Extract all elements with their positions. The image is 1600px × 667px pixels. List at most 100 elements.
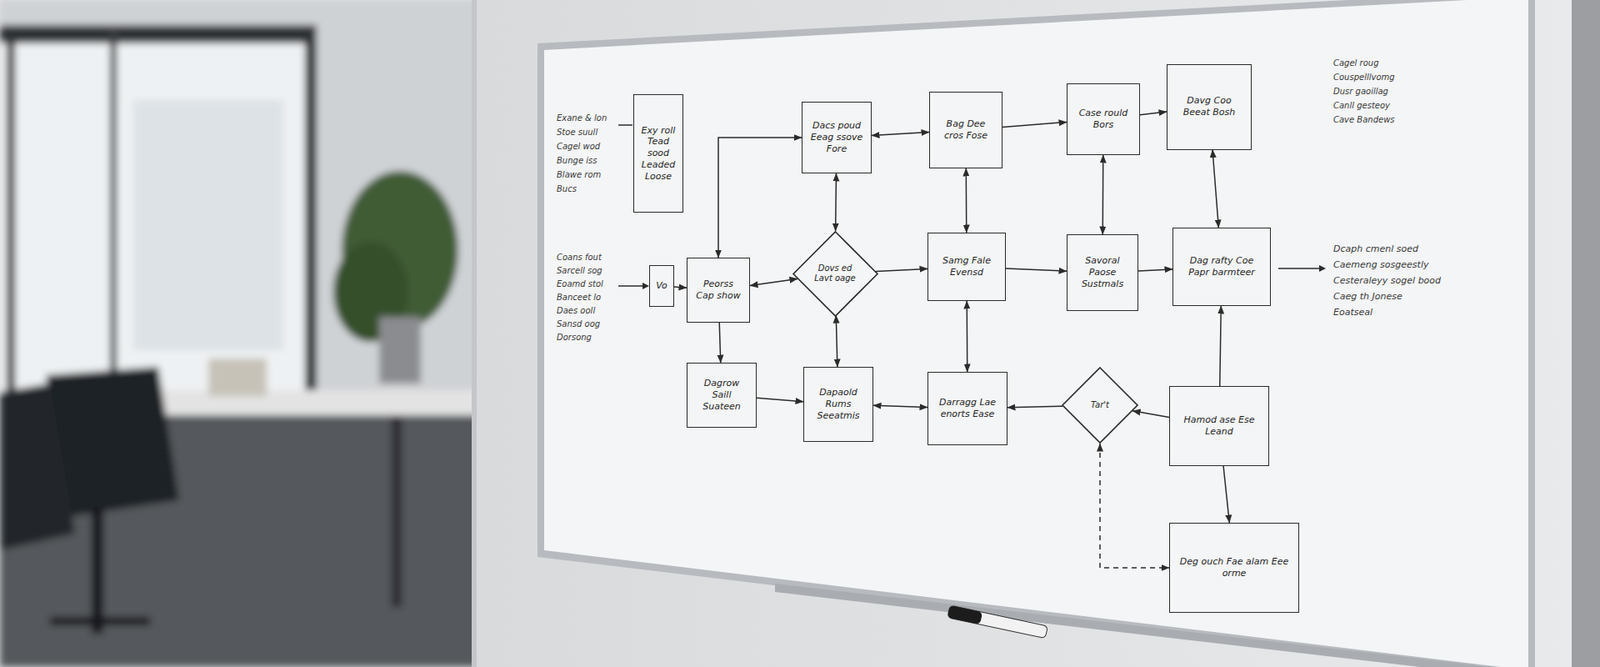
chair-base (91, 508, 104, 634)
board-note: Bucs (556, 184, 577, 195)
connector-arrow (871, 132, 930, 136)
node-text: Deg ouch Fae alam Eee orme (1175, 555, 1293, 580)
connector-arrow (1212, 150, 1219, 229)
table-leg (391, 415, 402, 607)
leader-line (618, 124, 633, 126)
marker (947, 605, 1048, 639)
board-note: Dcaph cmenl soed (1333, 243, 1419, 255)
connector-arrow (1140, 111, 1167, 115)
node-text: Savoral Paose Sustmals (1073, 255, 1132, 290)
node-text: Case rould Bors (1073, 107, 1134, 131)
process-box: Samg Fale Evensd (927, 232, 1006, 301)
board-note: Caeg th Jonese (1333, 290, 1403, 302)
process-box: Hamod ase Ese Leand (1169, 385, 1270, 466)
node-text: Bag Dee cros Fose (935, 118, 996, 142)
decision-diamond: Tar't (1061, 366, 1139, 444)
board-note: Couspelllvomg (1333, 72, 1395, 83)
diamond-border (793, 231, 878, 316)
process-box: Case rould Bors (1066, 83, 1140, 155)
node-text: Tar't (1090, 400, 1110, 411)
window-frame (0, 25, 317, 44)
window (0, 25, 317, 409)
board-note: Eoamd stol (556, 279, 604, 290)
process-box: Peorss Cap show (686, 257, 750, 323)
board-note: Eoatseal (1333, 306, 1373, 318)
process-box: Davg Coo Beeat Bosh (1166, 64, 1252, 150)
node-text: Exy roll Tead sood Leaded Loose (640, 125, 677, 183)
board-note: Dusr gaoillag (1333, 86, 1389, 97)
connectors (674, 111, 1230, 568)
process-box: Darragg Lae enorts Ease (927, 371, 1008, 445)
building-outside (133, 100, 284, 350)
marker-body (947, 605, 1048, 639)
board-note: Bunge iss (556, 155, 597, 166)
connector-arrow (965, 168, 968, 233)
wall-edge (471, 0, 477, 667)
node-text: Peorss Cap show (693, 278, 744, 302)
board-note: Blawe rom (556, 170, 601, 180)
process-box: Savoral Paose Sustmals (1066, 234, 1139, 311)
node-text: Samg Fale Evensd (934, 255, 1000, 279)
connector-arrow (1220, 305, 1222, 386)
window-frame (305, 25, 317, 409)
marker-cap (947, 605, 983, 625)
board-note: Cagel wod (556, 141, 600, 152)
back-wall (0, 0, 480, 667)
marker-tray (775, 583, 1535, 667)
connector-arrow (1223, 465, 1230, 523)
connector-arrow (1138, 269, 1173, 271)
process-box: Deg ouch Fae alam Eee orme (1169, 522, 1300, 613)
connector-arrow (674, 286, 687, 288)
process-box: Exy roll Tead sood Leaded Loose (633, 94, 684, 213)
connector-arrow (1132, 410, 1170, 418)
board-note: Cave Bandews (1333, 115, 1395, 125)
process-box: Bag Dee cros Fose (929, 91, 1003, 169)
connector-arrow (875, 268, 928, 271)
connector-arrow (835, 315, 838, 367)
node-text: Davg Coo Beeat Bosh (1173, 95, 1245, 119)
connector-arrow (1005, 268, 1067, 271)
connector-arrow (718, 137, 802, 258)
node-text: Hamod ase Ese Leand (1175, 414, 1263, 438)
node-text: Darragg Lae enorts Ease (934, 396, 1001, 420)
whiteboard-surface (544, 0, 1529, 667)
board-note: Daes ooll (556, 305, 595, 316)
board-note: Cesteraleyy sogel bood (1333, 275, 1441, 286)
node-text: Dag rafty Coe Papr barmteer (1179, 255, 1265, 279)
process-box: Vo (649, 265, 675, 307)
leader-arrowhead (642, 282, 650, 290)
board-note: Sansd oog (556, 319, 600, 330)
leader-arrow (1278, 267, 1320, 270)
connector-arrow (965, 300, 968, 372)
node-text: Dagrow Saill Suateen (693, 377, 750, 412)
connector-arrow (1100, 443, 1170, 568)
board-note: Dorsong (556, 332, 592, 343)
connector-arrow (873, 405, 928, 407)
connector-arrow (1102, 155, 1105, 235)
window-mullion (110, 25, 117, 409)
board-note: Canll gesteoy (1333, 100, 1390, 111)
table-top (125, 390, 480, 415)
board-note: Coans fout (556, 252, 602, 263)
blurred-office (0, 0, 480, 667)
node-text: Dapaold Rums Seeatmis (810, 386, 867, 421)
node-text: Vo (655, 280, 668, 292)
connector-arrow (750, 278, 798, 285)
whiteboard-frame (537, 0, 1535, 667)
chair-base (50, 616, 150, 625)
board-note: Exane & lon (556, 113, 607, 124)
leader-arrow (618, 285, 644, 287)
process-box: Dapaold Rums Seeatmis (803, 366, 874, 442)
diamond-border (1062, 367, 1138, 443)
plant-pot (379, 316, 421, 384)
board-note: Cagel roug (1333, 58, 1379, 69)
node-text: Dacs poud Eeag ssove Fore (808, 120, 865, 155)
node-text: Dovs ed Lavt oage (813, 263, 858, 285)
process-box: Dagrow Saill Suateen (686, 362, 757, 428)
process-box: Dacs poud Eeag ssove Fore (801, 101, 872, 174)
board-note: Sarcell sog (556, 265, 603, 276)
window-mullion (6, 25, 15, 409)
